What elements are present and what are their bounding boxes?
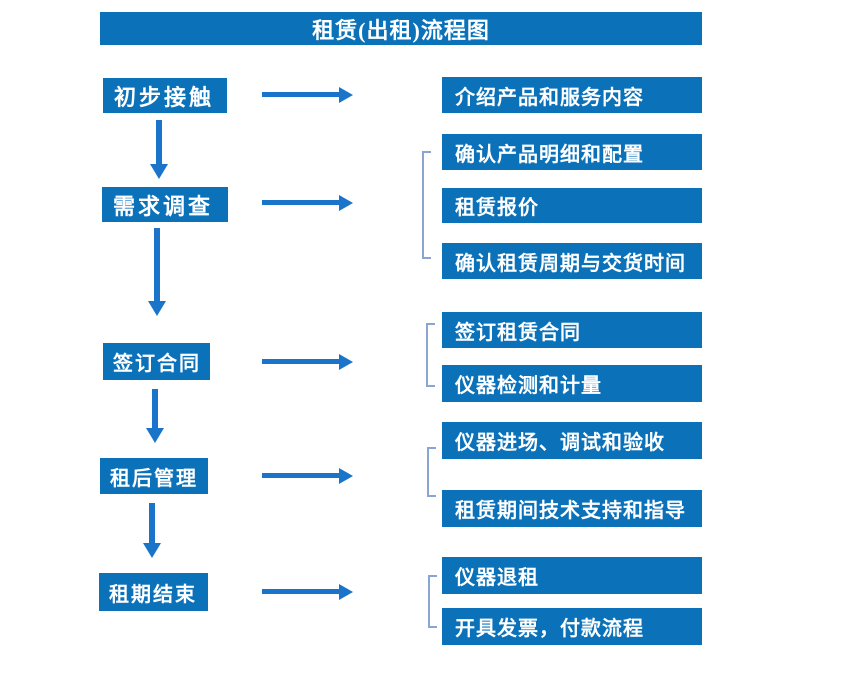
stage-box-lease-end: 租期结束 <box>99 573 208 611</box>
detail-box-rental-quotation: 租赁报价 <box>442 188 702 223</box>
detail-box-rental-tech-support-guidance: 租赁期间技术支持和指导 <box>442 490 702 527</box>
detail-box-invoice-payment-process: 开具发票，付款流程 <box>442 608 702 645</box>
down-arrow-icon <box>150 120 168 179</box>
diagram-title-bar: 租赁(出租)流程图 <box>100 12 702 45</box>
detail-box-instrument-testing-measurement: 仪器检测和计量 <box>442 365 702 402</box>
detail-box-confirm-product-details-config: 确认产品明细和配置 <box>442 134 702 170</box>
stage-box-post-rental-management: 租后管理 <box>100 458 208 494</box>
detail-box-instrument-return: 仪器退租 <box>442 557 702 594</box>
right-arrow-icon <box>262 86 353 103</box>
down-arrow-icon <box>148 228 166 316</box>
stage-box-sign-contract: 签订合同 <box>103 343 210 380</box>
stage-box-demand-survey: 需求调查 <box>102 187 228 222</box>
detail-box-sign-rental-contract: 签订租赁合同 <box>442 312 702 348</box>
detail-box-introduce-products-services: 介绍产品和服务内容 <box>442 77 702 113</box>
detail-box-confirm-rental-period-delivery: 确认租赁周期与交货时间 <box>442 243 702 279</box>
right-arrow-icon <box>262 583 353 600</box>
diagram-title: 租赁(出租)流程图 <box>312 17 490 43</box>
group-bracket-post-rental-management <box>427 447 436 497</box>
down-arrow-icon <box>146 389 164 443</box>
group-bracket-demand-survey <box>422 151 431 259</box>
group-bracket-sign-contract <box>426 323 435 387</box>
down-arrow-icon <box>143 503 161 558</box>
right-arrow-icon <box>262 194 353 211</box>
stage-box-initial-contact: 初步接触 <box>103 78 227 113</box>
right-arrow-icon <box>262 467 353 484</box>
group-bracket-lease-end <box>428 575 437 628</box>
detail-box-instrument-entry-commissioning: 仪器进场、调试和验收 <box>442 422 702 459</box>
right-arrow-icon <box>262 353 353 370</box>
